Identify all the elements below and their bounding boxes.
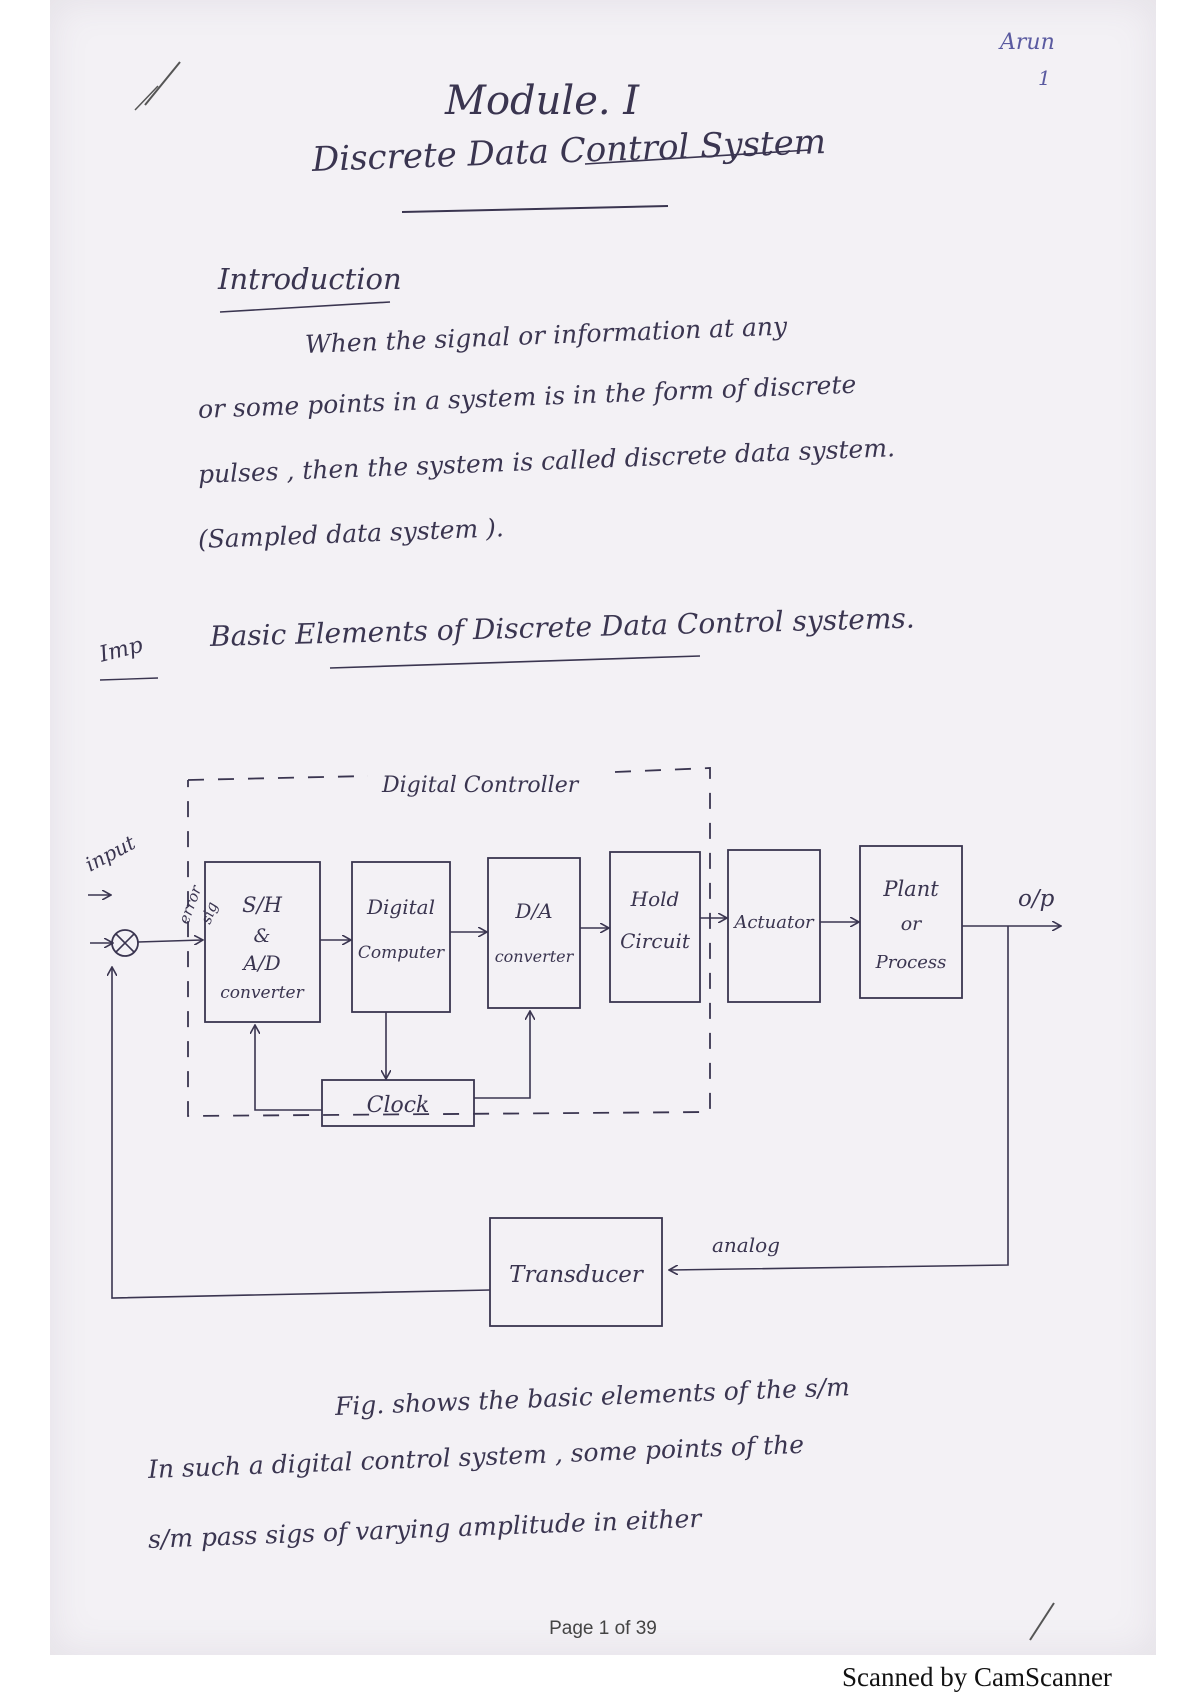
plant-process-block xyxy=(859,845,963,999)
sh-ad-label-3: A/D xyxy=(241,951,280,975)
page-number-footer: Page 1 of 39 xyxy=(549,1618,657,1639)
hold-circuit-label-2: Circuit xyxy=(620,929,691,953)
scanned-page: Arun 1 Module. I Discrete Data Control S… xyxy=(50,0,1156,1655)
plant-label-2: or xyxy=(901,913,923,935)
arrow-clock-to-da xyxy=(474,1012,530,1099)
error-arrow xyxy=(137,940,202,942)
scanner-watermark: Scanned by CamScanner xyxy=(842,1662,1112,1692)
subtitle-underline xyxy=(401,205,669,213)
digital-computer-label-1: Digital xyxy=(366,895,435,919)
digital-computer-label-2: Computer xyxy=(358,943,445,963)
da-converter-label-1: D/A xyxy=(514,899,552,923)
hold-circuit-block xyxy=(609,851,701,1003)
sh-ad-converter-block xyxy=(204,861,321,1023)
sh-ad-label-2: & xyxy=(254,925,271,947)
transducer-block xyxy=(489,1217,663,1327)
da-converter-block xyxy=(487,857,581,1009)
analog-label: analog xyxy=(712,1233,780,1257)
da-converter-label-2: converter xyxy=(495,947,575,966)
margin-stroke xyxy=(1029,1602,1055,1641)
input-label: input xyxy=(81,830,140,877)
feedback-line-to-junction xyxy=(112,968,491,1299)
block-diagram: Digital Controller input error sig S/H &… xyxy=(81,61,1156,1641)
author-note: Arun xyxy=(1000,30,1055,55)
summing-junction xyxy=(111,929,139,957)
sh-ad-label-4: converter xyxy=(220,983,304,1003)
digital-controller-boundary xyxy=(187,767,711,1117)
corner-number: 1 xyxy=(1038,66,1051,90)
clock-block xyxy=(321,1079,475,1127)
clock-label: Clock xyxy=(367,1093,430,1118)
error-signal-label-2: sig xyxy=(197,899,221,926)
actuator-label: Actuator xyxy=(732,912,815,933)
sh-ad-label-1: S/H xyxy=(242,893,282,917)
arrow-clock-to-ad xyxy=(255,1026,322,1111)
basic-heading-underline xyxy=(329,655,701,669)
margin-stroke xyxy=(144,61,181,106)
digital-computer-block xyxy=(351,861,451,1013)
margin-stroke xyxy=(134,85,159,111)
module-title: Module. I xyxy=(445,78,640,124)
actuator-block xyxy=(727,849,821,1003)
subtitle-underline xyxy=(584,149,811,165)
plant-label-1: Plant xyxy=(882,877,939,901)
plant-label-3: Process xyxy=(875,952,947,973)
margin-note-underline xyxy=(99,677,159,681)
summing-junction-cross xyxy=(115,933,135,953)
output-label: o/p xyxy=(1018,886,1055,912)
feedback-line-to-transducer xyxy=(670,926,1009,1270)
introduction-underline xyxy=(219,301,391,313)
transducer-label: Transducer xyxy=(509,1262,645,1288)
digital-controller-label: Digital Controller xyxy=(381,773,580,798)
introduction-heading: Introduction xyxy=(218,262,402,296)
hold-circuit-label-1: Hold xyxy=(630,887,680,911)
